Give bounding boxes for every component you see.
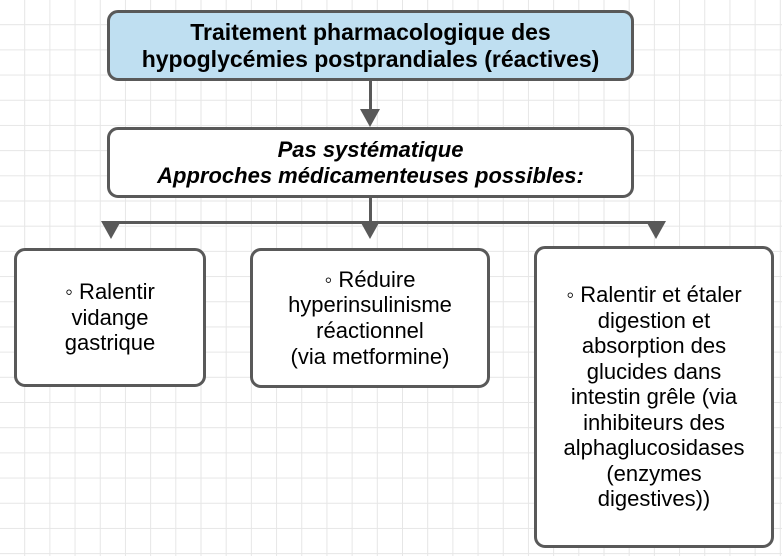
node-approach-label: Pas systématique Approches médicamenteus…: [157, 136, 584, 188]
connector-approach-bus: [110, 221, 657, 224]
connector-title-to-approach-line: [369, 81, 372, 111]
connector-title-to-approach-arrowhead: [360, 109, 380, 127]
node-treatment-title-label: Traitement pharmacologique des hypoglycé…: [141, 18, 600, 72]
node-option-hyperinsulinism[interactable]: ◦ Réduire hyperinsulinisme réactionnel (…: [250, 248, 490, 388]
node-option-hyperinsulinism-label: ◦ Réduire hyperinsulinisme réactionnel (…: [288, 266, 452, 369]
node-option-gastric-emptying[interactable]: ◦ Ralentir vidange gastrique: [14, 248, 206, 387]
connector-arrowhead-right: [646, 221, 666, 239]
node-option-carb-absorption-label: ◦ Ralentir et étaler digestion et absorp…: [563, 282, 745, 512]
node-approach[interactable]: Pas systématique Approches médicamenteus…: [107, 127, 634, 198]
connector-arrowhead-center: [360, 221, 380, 239]
connector-arrowhead-left: [101, 221, 121, 239]
node-treatment-title[interactable]: Traitement pharmacologique des hypoglycé…: [107, 10, 634, 81]
connector-approach-stem: [369, 198, 372, 223]
node-option-carb-absorption[interactable]: ◦ Ralentir et étaler digestion et absorp…: [534, 246, 774, 548]
node-option-gastric-emptying-label: ◦ Ralentir vidange gastrique: [64, 279, 156, 356]
